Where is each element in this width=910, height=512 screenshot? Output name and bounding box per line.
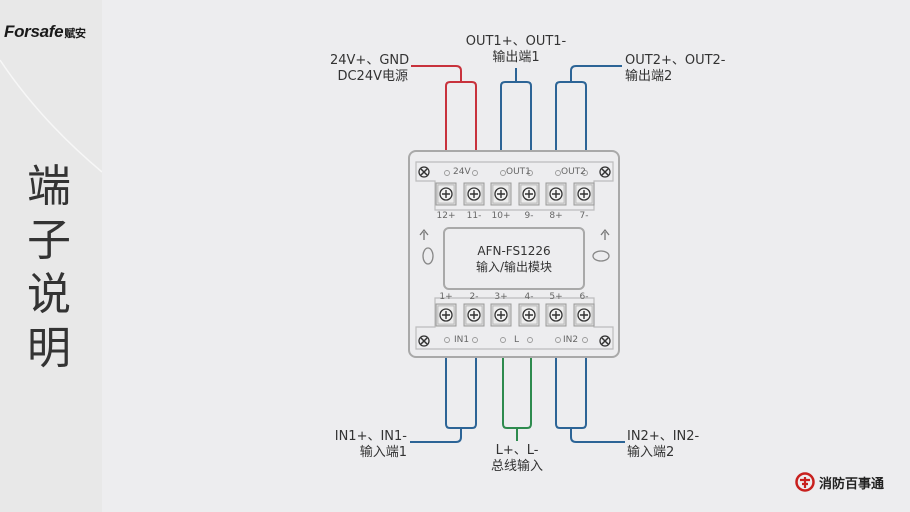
power-label-line2: DC24V电源 (337, 69, 408, 84)
page-title-char: 说 (27, 269, 71, 320)
bottom-terminal-screw-icon (518, 303, 540, 327)
bus-label-line2: 总线输入 (490, 459, 543, 474)
top-terminal-block (415, 161, 614, 211)
up-arrow-icon (419, 228, 429, 240)
module-model: AFN-FS1226 (477, 244, 551, 258)
in2-label-line2: 输入端2 (627, 445, 675, 460)
out1-label: OUT1+、OUT1- 输出端1 (458, 34, 574, 66)
top-terminal-screw-icon (463, 182, 485, 206)
brand-logo: Forsafe赋安 (4, 22, 86, 42)
top-terminal-screw-icon (518, 182, 540, 206)
power-wire (411, 65, 462, 82)
terminal-label: 10+ (491, 211, 511, 221)
in1-label: IN1+、IN1- 输入端1 (330, 429, 407, 461)
terminal-label: 3+ (494, 292, 508, 302)
module-label-panel: AFN-FS1226 输入/输出模块 (443, 227, 585, 290)
in2-label-line1: IN2+、IN2- (627, 429, 700, 444)
group-label-in2: IN2 (563, 335, 579, 345)
mount-screw-icon (418, 335, 430, 347)
page-title: 端 子 说 明 (18, 160, 80, 376)
top-terminal-screw-icon (490, 182, 512, 206)
page-title-char: 端 (27, 161, 71, 212)
bottom-terminal-screw-icon (463, 303, 485, 327)
out1-wire-loop (500, 81, 532, 150)
in1-wire (410, 428, 462, 443)
in1-label-line2: 输入端1 (359, 445, 407, 460)
terminal-label: 8+ (549, 211, 563, 221)
terminal-label: 1+ (439, 292, 453, 302)
brand-name-cn: 赋安 (64, 28, 86, 40)
mount-hole (422, 247, 434, 265)
power-wire-loop (445, 81, 477, 150)
bus-label-line1: L+、L- (495, 443, 539, 458)
group-label-l: L (514, 335, 520, 345)
bottom-terminal-screw-icon (545, 303, 567, 327)
footer-logo: 消防百事通 (795, 472, 884, 492)
up-arrow-icon (600, 228, 610, 240)
terminal-label: 4- (524, 292, 534, 302)
group-label-out1: OUT1 (506, 167, 531, 177)
brand-name: Forsafe (4, 22, 64, 41)
page-title-char: 明 (27, 323, 71, 374)
page-title-char: 子 (27, 215, 71, 266)
power-label-line1: 24V+、GND (330, 53, 410, 68)
out2-label: OUT2+、OUT2- 输出端2 (625, 53, 726, 85)
terminal-label: 5+ (549, 292, 563, 302)
module-description: 输入/输出模块 (475, 260, 553, 274)
terminal-label: 2- (469, 292, 479, 302)
out2-label-line2: 输出端2 (625, 69, 673, 84)
terminal-label: 9- (524, 211, 534, 221)
top-terminal-screw-icon (545, 182, 567, 206)
mount-screw-icon (418, 166, 430, 178)
out1-label-line2: 输出端1 (492, 50, 540, 65)
fire-logo-icon (795, 472, 815, 492)
top-terminal-screw-icon (435, 182, 457, 206)
in2-label: IN2+、IN2- 输入端2 (627, 429, 699, 461)
out2-label-line1: OUT2+、OUT2- (625, 53, 726, 68)
group-label-24v: 24V (453, 167, 471, 177)
mount-screw-icon (599, 335, 611, 347)
left-panel: Forsafe赋安 端 子 说 明 (0, 0, 102, 512)
mount-hole (592, 250, 610, 262)
bus-label: L+、L- 总线输入 (480, 443, 554, 475)
terminal-label: 11- (466, 211, 482, 221)
terminal-label: 6- (579, 292, 589, 302)
terminal-label: 12+ (436, 211, 456, 221)
out2-wire-loop (555, 81, 587, 150)
in2-wire (570, 428, 625, 443)
top-terminal-screw-icon (573, 182, 595, 206)
bottom-terminal-screw-icon (435, 303, 457, 327)
group-label-out2: OUT2 (561, 167, 586, 177)
terminal-label: 7- (579, 211, 589, 221)
in1-label-line1: IN1+、IN1- (334, 429, 407, 444)
out1-label-line1: OUT1+、OUT1- (465, 34, 567, 49)
bottom-terminal-screw-icon (490, 303, 512, 327)
decorative-arc (0, 59, 102, 173)
group-label-in1: IN1 (454, 335, 470, 345)
out2-wire (570, 65, 622, 82)
power-label: 24V+、GND DC24V电源 (330, 53, 410, 85)
mount-screw-icon (599, 166, 611, 178)
bottom-terminal-screw-icon (573, 303, 595, 327)
indicator-dots (444, 170, 588, 343)
footer-logo-text: 消防百事通 (819, 476, 885, 492)
